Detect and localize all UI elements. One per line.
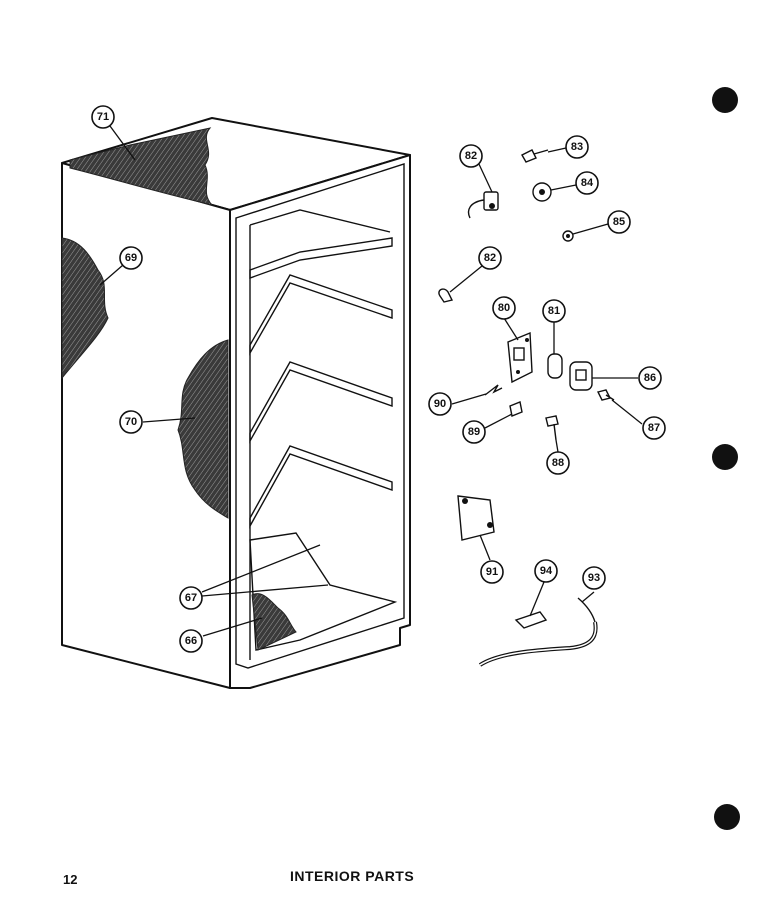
binder-hole-bottom (714, 804, 740, 830)
clip-part (438, 288, 454, 303)
callout-70: 70 (119, 410, 143, 434)
knob-part (532, 182, 552, 202)
svg-text:93: 93 (588, 572, 600, 584)
small-bracket-part (509, 401, 523, 417)
cabinet-inner-frame (235, 163, 405, 669)
svg-text:87: 87 (648, 422, 660, 434)
screw-part-2 (596, 389, 615, 401)
callout-91: 91 (480, 560, 504, 584)
svg-text:82: 82 (465, 150, 477, 162)
svg-text:70: 70 (125, 416, 137, 428)
svg-text:66: 66 (185, 635, 197, 647)
callout-69: 69 (119, 246, 143, 270)
nut-part (562, 230, 574, 242)
callout-87: 87 (642, 416, 666, 440)
insulation-bottom (251, 593, 297, 651)
svg-text:90: 90 (434, 398, 446, 410)
bottom-panel (249, 532, 398, 651)
svg-text:83: 83 (571, 141, 583, 153)
cover-plate-part (457, 495, 495, 541)
page-number: 12 (63, 872, 78, 887)
insulation-left (61, 237, 109, 380)
svg-text:88: 88 (552, 457, 564, 469)
callout-83: 83 (565, 135, 589, 159)
freezer-cabinet (61, 117, 411, 689)
spring-clip-part (484, 384, 503, 396)
screw-part (521, 149, 549, 163)
light-bracket-part (507, 331, 533, 384)
svg-text:67: 67 (185, 592, 197, 604)
heater-wire-part (478, 597, 598, 667)
leader-lines (99, 125, 643, 637)
cabinet-front (229, 154, 411, 689)
svg-text:94: 94 (540, 565, 553, 577)
callout-80: 80 (492, 296, 516, 320)
svg-text:86: 86 (644, 372, 656, 384)
shelves (249, 237, 398, 651)
binder-hole-middle (712, 444, 738, 470)
callout-71: 71 (91, 105, 115, 129)
svg-text:71: 71 (97, 111, 109, 123)
callout-66: 66 (179, 629, 203, 653)
svg-text:84: 84 (581, 177, 594, 189)
shelf-4 (249, 445, 393, 529)
screw-part-3 (545, 415, 559, 441)
callout-94: 94 (534, 559, 558, 583)
svg-text:82: 82 (484, 252, 496, 264)
shelf-3 (249, 361, 393, 444)
small-parts (438, 149, 615, 667)
callout-81: 81 (542, 299, 566, 323)
callout-93: 93 (582, 566, 606, 590)
callout-86: 86 (638, 366, 662, 390)
insulation-top (69, 127, 214, 206)
thermostat-part (467, 191, 499, 219)
shelf-1 (249, 237, 393, 279)
hinge-clip-part (514, 611, 548, 629)
shelf-2 (249, 274, 393, 356)
callout-90: 90 (428, 392, 452, 416)
bulb-part (547, 353, 563, 379)
lamp-socket-part (569, 361, 593, 391)
callout-88: 88 (546, 451, 570, 475)
binder-hole-top (712, 87, 738, 113)
svg-text:89: 89 (468, 426, 480, 438)
callout-85: 85 (607, 210, 631, 234)
svg-text:85: 85 (613, 216, 625, 228)
callout-82-upper: 82 (459, 144, 483, 168)
callout-84: 84 (575, 171, 599, 195)
svg-text:69: 69 (125, 252, 137, 264)
svg-text:81: 81 (548, 305, 560, 317)
insulation-side (177, 339, 229, 519)
callout-67: 67 (179, 586, 203, 610)
page-caption: INTERIOR PARTS (290, 868, 415, 884)
cabinet-interior-top (249, 209, 391, 233)
callout-89: 89 (462, 420, 486, 444)
svg-text:80: 80 (498, 302, 510, 314)
callout-82-lower: 82 (478, 246, 502, 270)
svg-text:91: 91 (486, 566, 498, 578)
